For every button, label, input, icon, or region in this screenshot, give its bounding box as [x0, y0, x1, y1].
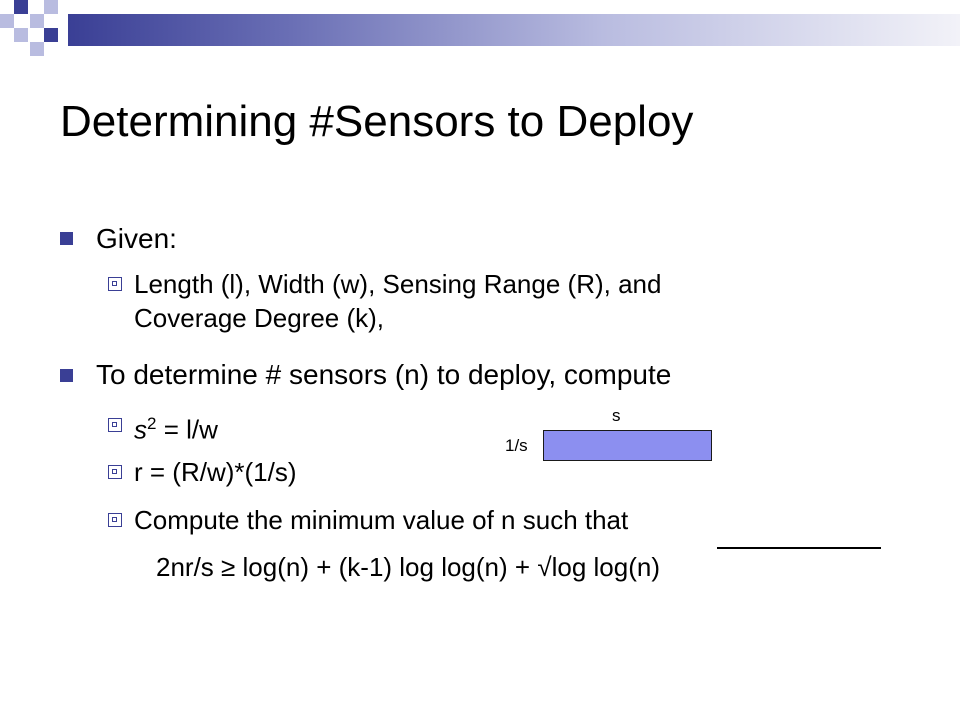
sub-bullet-icon — [108, 513, 122, 527]
diagram-rectangle — [543, 430, 712, 461]
formula-s-base: s — [134, 414, 147, 445]
bullet-given: Given: — [96, 223, 177, 254]
decor-square — [30, 14, 44, 28]
header-gradient-bar — [68, 14, 960, 46]
sqrt-symbol: √ — [537, 552, 552, 582]
formula-r: r = (R/w)*(1/s) — [134, 457, 297, 487]
sqrt-overline — [717, 547, 881, 549]
inequality-sqrt: log log(n) — [551, 552, 660, 582]
decor-square — [0, 14, 14, 28]
decor-square — [14, 28, 28, 42]
inequality-left: 2nr/s ≥ log(n) + (k-1) log log(n) + — [156, 552, 538, 582]
bullet-square-icon — [60, 232, 73, 245]
decor-square — [14, 0, 28, 14]
bullet-determine: To determine # sensors (n) to deploy, co… — [96, 359, 672, 390]
sub-bullet-icon — [108, 277, 122, 291]
given-text-line1: Length (l), Width (w), Sensing Range (R)… — [134, 269, 662, 299]
sub-bullet-icon — [108, 418, 122, 432]
slide-title: Determining #Sensors to Deploy — [60, 97, 694, 146]
decor-square — [30, 42, 44, 56]
decor-square — [44, 0, 58, 14]
decor-square — [44, 28, 58, 42]
inequality: 2nr/s ≥ log(n) + (k-1) log log(n) + √log… — [156, 550, 660, 584]
diagram-top-label: s — [612, 406, 621, 425]
given-text-line2: Coverage Degree (k), — [134, 303, 384, 333]
formula-s-rest: = l/w — [156, 414, 218, 445]
formula-s: s2 = l/w — [134, 407, 218, 447]
compute-line: Compute the minimum value of n such that — [134, 505, 629, 535]
formula-s-exponent: 2 — [147, 414, 157, 433]
bullet-square-icon — [60, 369, 73, 382]
sub-bullet-icon — [108, 465, 122, 479]
diagram-side-label: 1/s — [505, 436, 528, 455]
